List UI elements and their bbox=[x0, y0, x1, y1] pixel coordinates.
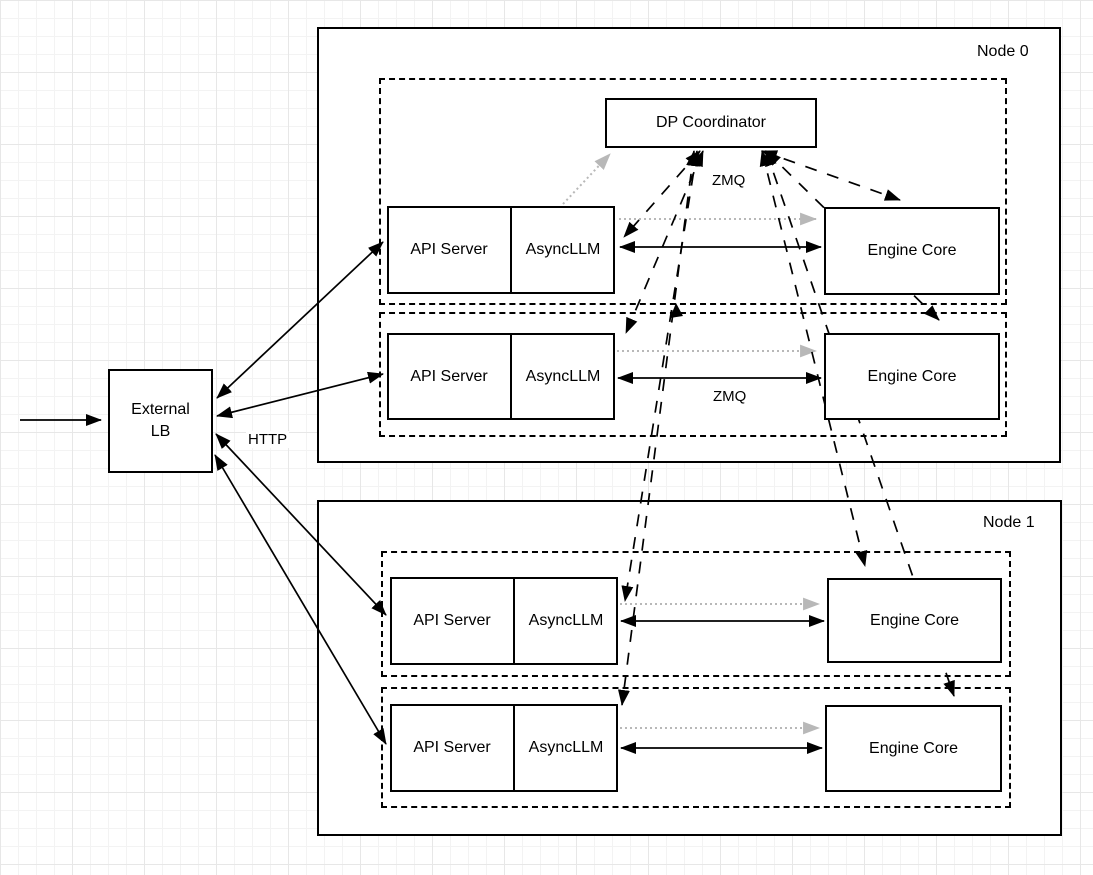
engine-core-label: Engine Core bbox=[867, 242, 957, 259]
external-lb-label: External LB bbox=[131, 401, 190, 440]
asyncllm-cell: AsyncLLM bbox=[510, 335, 614, 418]
asyncllm-cell: AsyncLLM bbox=[513, 706, 617, 790]
engine-core-box-node1-row1: Engine Core bbox=[827, 578, 1002, 663]
dp-coordinator-label: DP Coordinator bbox=[656, 114, 766, 131]
api-server-label: API Server bbox=[413, 612, 491, 629]
asyncllm-label: AsyncLLM bbox=[528, 612, 604, 629]
api-server-cell: API Server bbox=[388, 208, 510, 292]
engine-core-label: Engine Core bbox=[869, 739, 958, 757]
api-server-label: API Server bbox=[410, 241, 488, 258]
dp-coordinator-box: DP Coordinator bbox=[605, 98, 817, 148]
api-asyncllm-box-node1-row1: API Server AsyncLLM bbox=[390, 577, 618, 665]
engine-core-box-node0-row1: Engine Core bbox=[824, 207, 1000, 295]
engine-core-box-node0-row2: Engine Core bbox=[824, 333, 1000, 420]
engine-core-label: Engine Core bbox=[870, 611, 959, 629]
http-label: HTTP bbox=[246, 431, 290, 448]
api-server-cell: API Server bbox=[388, 335, 510, 418]
asyncllm-label: AsyncLLM bbox=[528, 739, 604, 756]
api-asyncllm-box-node1-row2: API Server AsyncLLM bbox=[390, 704, 618, 792]
external-lb-box: External LB bbox=[108, 369, 213, 473]
api-asyncllm-box-node0-row2: API Server AsyncLLM bbox=[387, 333, 615, 420]
asyncllm-label: AsyncLLM bbox=[525, 367, 601, 385]
api-server-cell: API Server bbox=[391, 579, 513, 663]
zmq-label-coordinator: ZMQ bbox=[710, 172, 748, 189]
node1-label: Node 1 bbox=[983, 514, 1035, 531]
node0-label: Node 0 bbox=[977, 43, 1029, 60]
zmq-label-engine: ZMQ bbox=[711, 388, 749, 405]
api-asyncllm-box-node0-row1: API Server AsyncLLM bbox=[387, 206, 615, 294]
asyncllm-label: AsyncLLM bbox=[525, 241, 601, 258]
api-server-cell: API Server bbox=[391, 706, 513, 790]
engine-core-label: Engine Core bbox=[867, 367, 957, 385]
asyncllm-cell: AsyncLLM bbox=[513, 579, 617, 663]
api-server-label: API Server bbox=[413, 739, 491, 756]
api-server-label: API Server bbox=[410, 367, 488, 385]
asyncllm-cell: AsyncLLM bbox=[510, 208, 614, 292]
engine-core-box-node1-row2: Engine Core bbox=[825, 705, 1002, 792]
